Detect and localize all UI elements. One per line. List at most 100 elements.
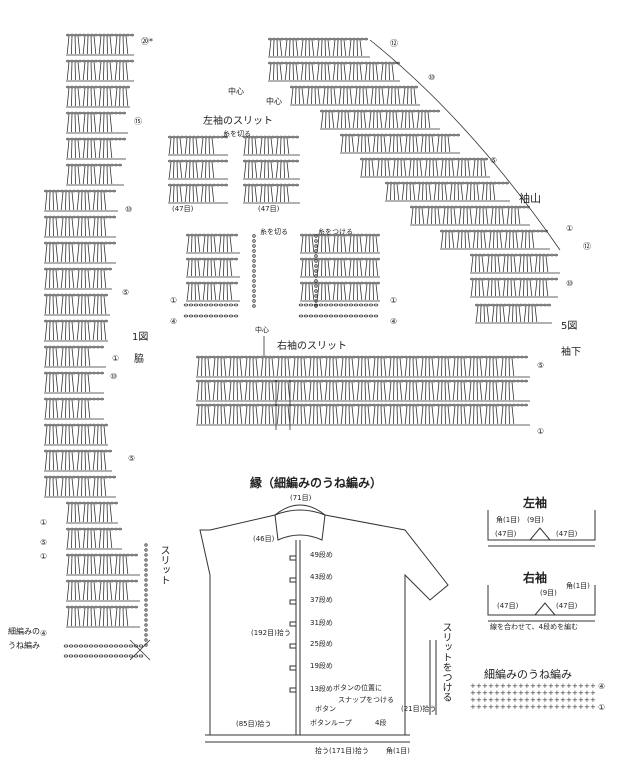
chain-stitch	[108, 267, 112, 271]
chain-stitch	[505, 181, 509, 185]
stitch-mark	[480, 305, 482, 323]
stitch-mark	[119, 607, 121, 627]
chain-stitch	[320, 37, 324, 41]
rib-stitch	[88, 654, 94, 658]
chain-stitch	[340, 379, 344, 383]
stitch-mark	[249, 381, 251, 401]
slit-chain	[144, 618, 148, 622]
chain-stitch	[196, 135, 200, 139]
stitch-mark	[125, 35, 129, 55]
stitch-mark	[82, 113, 86, 133]
chain-stitch	[118, 527, 122, 531]
row-4-marker: ④	[40, 629, 48, 638]
stitch-mark	[356, 235, 358, 253]
chain-stitch	[84, 475, 88, 479]
chain-stitch	[492, 403, 496, 407]
slit-chain	[144, 553, 148, 557]
stitch-mark	[276, 357, 280, 377]
stitch-mark	[324, 39, 326, 57]
chain-stitch	[312, 403, 316, 407]
chain-stitch	[94, 553, 98, 557]
stitch-mark	[415, 405, 419, 425]
slit-chain	[144, 548, 148, 552]
stitch-mark	[412, 357, 414, 377]
chain-stitch	[530, 253, 534, 257]
stitch-mark	[416, 159, 418, 177]
chain-stitch	[320, 109, 324, 113]
rib-symbol: +	[542, 696, 548, 704]
chain-stitch	[80, 241, 84, 245]
rib-stitch	[203, 314, 209, 318]
chain-stitch	[446, 205, 450, 209]
stitch-mark	[474, 207, 478, 225]
stitch-mark	[298, 87, 300, 105]
chain-stitch	[534, 277, 538, 281]
snap-note: スナップをつける	[338, 696, 394, 704]
chain-stitch	[534, 253, 538, 257]
stitch-mark	[90, 503, 92, 523]
chain-stitch	[130, 59, 134, 63]
stitch-mark	[349, 87, 353, 105]
row-19: 19段め	[310, 662, 333, 670]
stitch-mark	[301, 87, 305, 105]
chain-stitch	[267, 159, 271, 163]
chain-stitch	[126, 59, 130, 63]
chain-stitch	[252, 379, 256, 383]
chain-stitch	[78, 553, 82, 557]
stitch-mark	[495, 357, 499, 377]
stitch-mark	[415, 357, 419, 377]
chain-stitch	[126, 579, 130, 583]
stitch-mark	[431, 135, 435, 153]
stitch-mark	[87, 269, 91, 289]
chain-stitch	[60, 189, 64, 193]
stitch-mark	[281, 381, 283, 401]
chain-stitch	[470, 253, 474, 257]
chain-stitch	[216, 135, 220, 139]
stitch-mark	[348, 135, 350, 153]
chain-stitch	[348, 281, 352, 285]
stitch-mark	[319, 405, 323, 425]
stitch-mark	[441, 135, 443, 153]
stitch-mark	[460, 405, 462, 425]
chain-stitch	[88, 371, 92, 375]
chain-stitch	[220, 159, 224, 163]
chain-stitch	[172, 183, 176, 187]
stitch-mark	[508, 357, 510, 377]
chain-stitch	[539, 303, 543, 307]
right-47-label: (47目)	[258, 205, 280, 213]
stitch-mark	[92, 243, 96, 263]
chain-stitch	[334, 85, 338, 89]
rib-stitch	[188, 314, 194, 318]
chain-stitch	[328, 257, 332, 261]
stitch-mark	[447, 135, 451, 153]
chain-stitch	[74, 605, 78, 609]
chain-stitch	[340, 281, 344, 285]
chain-stitch	[304, 61, 308, 65]
stitch-mark	[400, 111, 404, 129]
stitch-mark	[396, 183, 400, 201]
chain-stitch	[68, 267, 72, 271]
chain-stitch	[118, 579, 122, 583]
chain-stitch	[80, 293, 84, 297]
chain-stitch	[316, 61, 320, 65]
chain-stitch	[228, 355, 232, 359]
chain-stitch	[508, 403, 512, 407]
chain-stitch	[428, 157, 432, 161]
stitch-mark	[207, 381, 211, 401]
chain-stitch	[224, 183, 228, 187]
chain-stitch	[424, 133, 428, 137]
stitch-mark	[76, 373, 80, 393]
rib-stitch	[333, 303, 339, 307]
rib-stitch	[363, 314, 369, 318]
stitch-mark	[90, 139, 92, 159]
stitch-mark	[279, 39, 283, 57]
chain-stitch	[230, 233, 234, 237]
stitch-mark	[125, 607, 129, 627]
chain-stitch	[504, 403, 508, 407]
stitch-mark	[450, 207, 452, 225]
stitch-mark	[292, 357, 296, 377]
chain-stitch	[497, 181, 501, 185]
stitch-mark	[510, 255, 512, 273]
chain-stitch	[531, 303, 535, 307]
stitch-mark	[335, 381, 339, 401]
